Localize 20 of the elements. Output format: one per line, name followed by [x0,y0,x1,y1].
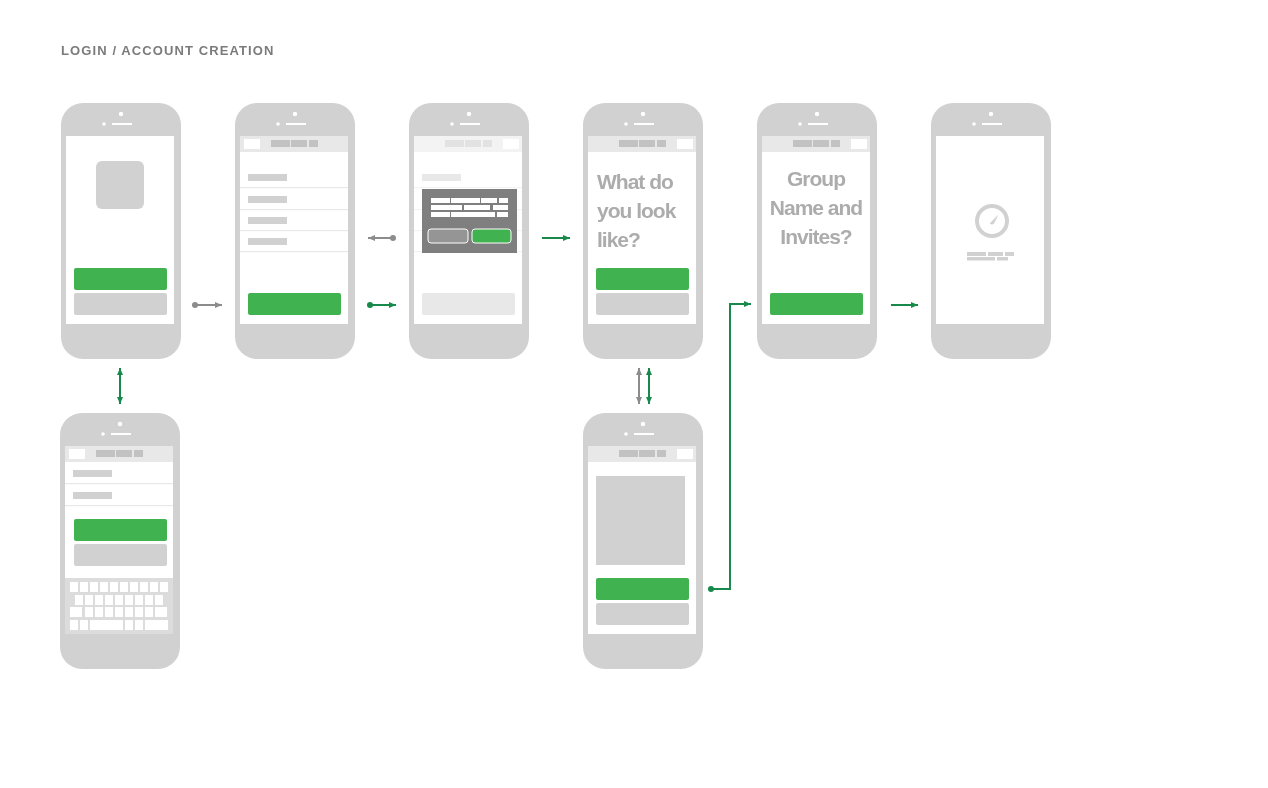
phone-mockup [61,103,181,359]
connector-arrow [708,301,752,592]
phone-mockup [235,103,355,359]
connector-arrow [890,302,919,308]
phone-mockup [583,413,703,669]
diagram-title: LOGIN / ACCOUNT CREATION [61,43,275,59]
phone-mockup [60,413,180,669]
connector-arrow [646,367,652,405]
phone-mockup [931,103,1051,359]
phone-mockup [757,103,877,359]
connector-arrow [192,302,223,308]
phone-mockup [409,103,529,359]
connector-arrow [636,367,642,405]
screen-heading: What do you look like? [597,169,677,253]
phone-mockup [583,103,703,359]
connector-arrow [367,302,397,308]
connector-arrow [541,235,571,241]
connector-arrow [367,235,396,241]
connector-arrow [117,367,123,405]
screen-heading: Group Name and Invites? [768,166,864,250]
